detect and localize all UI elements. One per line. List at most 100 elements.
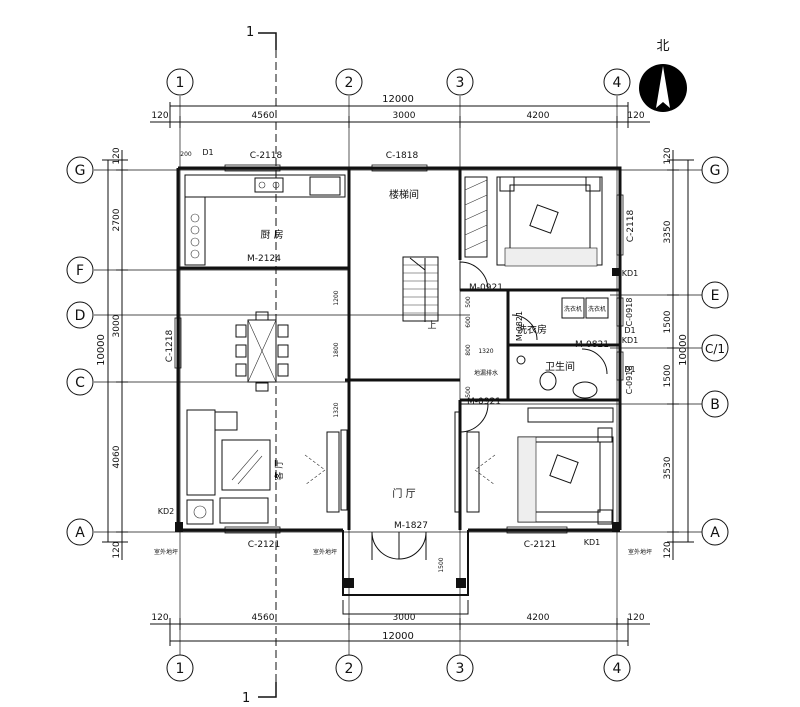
axis-top-1: 1 [176, 75, 185, 91]
axis-right-C1: C/1 [705, 342, 725, 356]
opening-labels: C-2118 C-1818 M-2124 C-1218 C-2121 M-182… [154, 148, 652, 556]
room-kitchen: 厨 房 [260, 228, 283, 241]
label-m0921-upper: M-0921 [469, 283, 503, 293]
room-living: 客 厅 [273, 460, 285, 481]
section-marker-top: 1 [246, 25, 277, 50]
axis-bottom-3: 3 [456, 661, 465, 677]
section-label-top: 1 [246, 25, 254, 40]
axis-top-3: 3 [456, 75, 465, 91]
dim-1800: 1800 [333, 342, 340, 357]
room-labels: 厨 房 楼梯间 洗衣房 卫生间 门 厅 客 厅 上 [260, 188, 575, 500]
axis-right-B: B [710, 397, 720, 413]
laundry-bath-fixtures [516, 297, 609, 399]
room-hall: 门 厅 [392, 487, 415, 500]
doors [340, 261, 608, 560]
axis-left-G: G [75, 163, 86, 179]
axis-top-2: 2 [345, 75, 354, 91]
dim-600: 600 [465, 316, 472, 328]
stair-up-label: 上 [427, 320, 436, 331]
dim-bottom-seg5: 120 [627, 613, 644, 623]
dim-200: 200 [180, 151, 192, 158]
dim-top-seg2: 4560 [252, 111, 275, 121]
axis-bottom-1: 1 [176, 661, 185, 677]
room-laundry: 洗衣房 [517, 323, 547, 336]
label-m0821-horizontal: M-0821 [575, 340, 609, 350]
room-stair: 楼梯间 [389, 188, 419, 201]
axis-left-D: D [75, 308, 86, 324]
label-d1-b: D1 [624, 326, 635, 335]
label-kd2: KD2 [158, 507, 175, 516]
axis-bubbles-top: 1 2 3 4 [166, 68, 631, 96]
axis-left-C: C [75, 375, 85, 391]
label-c0918-b: C-0918 [625, 366, 634, 395]
label-outdoor-a: 室外地坪 [154, 548, 178, 556]
axis-bubbles-bottom: 1 2 3 4 [166, 654, 631, 682]
columns [175, 268, 620, 588]
dim-bottom-seg3: 3000 [393, 613, 416, 623]
axis-bottom-2: 2 [345, 661, 354, 677]
dim-right-edge-bottom: 120 [663, 541, 673, 558]
section-marker-bottom: 1 [242, 682, 277, 706]
dim-1320: 1320 [333, 402, 340, 417]
axis-bubbles-right: G E C/1 B A [701, 156, 729, 546]
label-m2124: M-2124 [247, 254, 281, 264]
label-d1-c: D1 [624, 365, 635, 374]
label-c2121-left: C-2121 [248, 540, 280, 550]
label-m1827: M-1827 [394, 521, 428, 531]
label-d1-a: D1 [202, 148, 213, 157]
section-label-bottom: 1 [242, 691, 250, 706]
dining-table [235, 311, 289, 392]
label-washer-2: 洗衣机 [588, 305, 606, 313]
label-c2118-right: C-2118 [626, 210, 636, 243]
north-label: 北 [656, 39, 669, 54]
dimension-top: 12000 120 4560 3000 4200 120 [150, 94, 650, 128]
dim-right-seg4: 3530 [663, 456, 673, 479]
dim-left-seg1: 2700 [112, 208, 122, 231]
dim-500-b: 500 [465, 386, 472, 398]
label-kd1-b: KD1 [584, 538, 601, 547]
dim-1200: 1200 [333, 290, 340, 305]
kitchen-fixtures [184, 174, 346, 266]
axis-bottom-4: 4 [613, 661, 622, 677]
dim-bottom-seg2: 4560 [252, 613, 275, 623]
dim-1320-h: 1320 [478, 348, 493, 355]
label-kd1-c: KD1 [622, 336, 639, 345]
dim-1500: 1500 [438, 557, 445, 572]
room-bath: 卫生间 [545, 360, 575, 373]
dim-right-edge-top: 120 [663, 147, 673, 164]
axis-left-A: A [75, 525, 85, 541]
dim-right-seg2: 1500 [663, 310, 673, 333]
dim-bottom-seg4: 4200 [527, 613, 550, 623]
dim-left-seg2: 3000 [112, 314, 122, 337]
label-c2118-top: C-2118 [250, 151, 283, 161]
dimension-left: 120 2700 3000 4060 120 10000 [96, 147, 128, 560]
axis-top-4: 4 [613, 75, 622, 91]
dim-500: 500 [465, 296, 472, 308]
label-m0821-vertical: M-0821 [515, 311, 524, 341]
label-kd1-a: KD1 [622, 269, 639, 278]
label-c1218: C-1218 [165, 330, 175, 363]
inner-dimensions: 200 1200 1800 1320 800 1320 500 600 500 … [180, 151, 494, 573]
label-outdoor-c: 室外地坪 [628, 548, 652, 556]
windows [174, 164, 624, 534]
walls [176, 166, 622, 615]
label-c2121-right: C-2121 [524, 540, 556, 550]
stair [402, 256, 439, 322]
axis-right-G: G [710, 163, 721, 179]
axis-left-F: F [76, 263, 84, 279]
dim-left-seg3: 4060 [112, 445, 122, 468]
dimension-bottom: 120 4560 3000 4200 120 12000 [150, 613, 650, 646]
label-m0921-lower: M-0921 [467, 397, 501, 407]
label-washer-1: 洗衣机 [564, 305, 582, 313]
label-c0918-a: C-0918 [625, 298, 634, 327]
dim-right-seg1: 3350 [663, 220, 673, 243]
dim-bottom-seg1: 120 [151, 613, 168, 623]
north-arrow: 北 [639, 39, 687, 112]
dim-left-total: 10000 [96, 334, 107, 366]
dim-left-edge-bottom: 120 [112, 541, 122, 558]
dim-left-edge-top: 120 [112, 147, 122, 164]
dim-right-seg3: 1500 [663, 364, 673, 387]
bedroom-1-furniture [464, 176, 603, 267]
bedroom-2-furniture [466, 407, 614, 525]
dim-800: 800 [465, 344, 472, 356]
